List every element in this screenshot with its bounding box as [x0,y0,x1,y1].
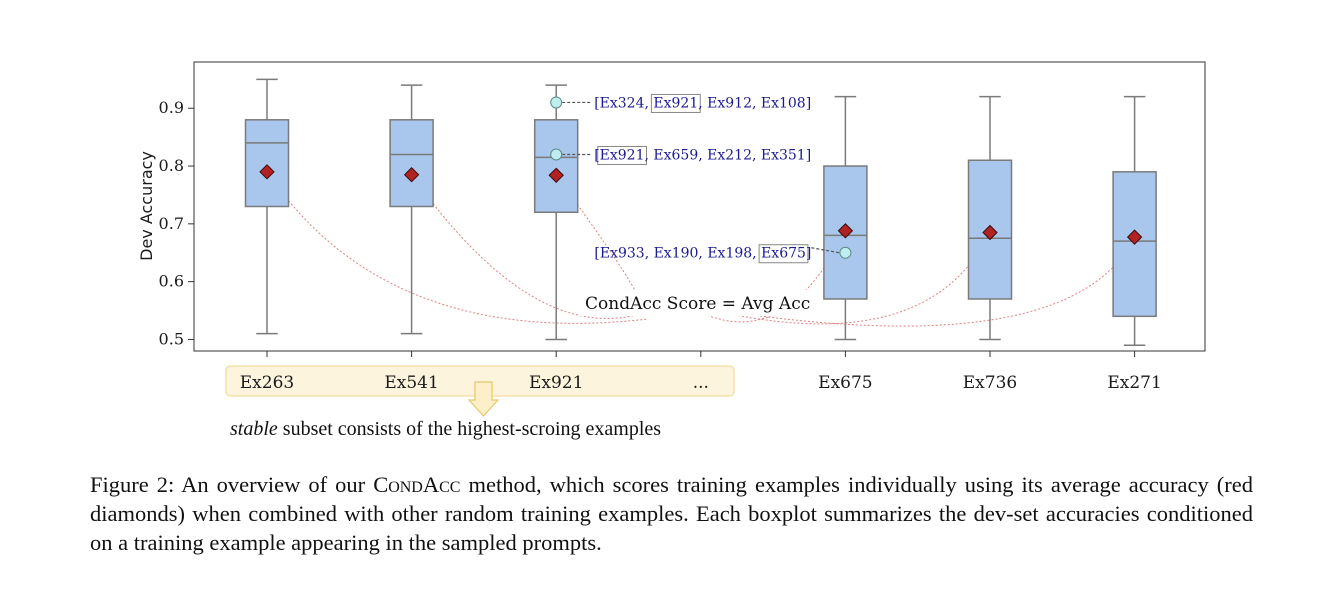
stable-note-text: subset consists of the highest-scroing e… [277,418,662,440]
x-category-label: Ex736 [963,373,1017,393]
x-category-labels: Ex263 Ex541 Ex921... Ex675 Ex736 Ex271 [240,373,1162,393]
x-category-label: Ex263 [240,373,294,393]
highlight-point [550,148,563,161]
caption-prefix: Figure 2: An overview of our [90,472,374,497]
annotation-text-part: [Ex324, [594,95,653,111]
annotation-text-part: [ [594,147,599,163]
annotation-id-box [597,145,648,165]
y-axis-label: Dev Accuracy [137,151,156,261]
figure-caption: Figure 2: An overview of our CondAcc met… [90,470,1253,557]
y-tick-label: 0.7 [159,214,184,233]
mean-diamond [1126,229,1143,245]
highlight-point [839,246,852,259]
boxplot-ex271 [1112,95,1157,346]
score-label: CondAcc Score = Avg Acc [585,294,810,314]
annotation-text-part: , Ex659, Ex212, Ex351] [645,147,812,163]
x-category-label: ... [693,373,709,393]
boxplot-ex921 [533,84,579,341]
mean-diamond [837,223,854,239]
connector-curve [555,174,645,315]
plot-frame [193,61,1206,352]
x-category-label: Ex541 [384,373,438,393]
annotation-id-box [758,244,809,264]
annotation-label: [Ex933, Ex190, Ex198, Ex675] [594,246,811,262]
connector-curve [759,236,1136,327]
caption-body: method, which scores training examples i… [90,472,1253,555]
annotation-text-part: ] [806,246,811,262]
annotation-ex921: [Ex324, Ex921, Ex912, Ex108] [550,93,811,113]
x-category-label: Ex921 [529,373,583,393]
annotation-label: [Ex921, Ex659, Ex212, Ex351] [594,147,811,163]
annotation-ex675: [Ex933, Ex190, Ex198, Ex675] [594,244,852,264]
mean-diamond [403,167,420,183]
annotation-text-part: , Ex912, Ex108] [698,95,811,111]
y-tick-label: 0.6 [159,272,184,291]
annotation-boxed-id: Ex921 [600,147,645,163]
y-tick-label: 0.5 [159,329,184,348]
connector-curve [411,174,641,319]
annotation-label: [Ex324, Ex921, Ex912, Ex108] [594,95,811,111]
stable-subset-note: stable subset consists of the highest-sc… [230,418,661,441]
boxplot-ex736 [967,95,1013,341]
stable-band-layer [225,365,735,417]
boxes-layer [244,78,1157,357]
x-category-label: Ex675 [818,373,872,393]
y-tick-label: 0.8 [159,156,184,175]
y-axis: 0.5 0.6 0.7 0.8 0.9 [159,98,194,348]
down-arrow-icon [467,381,500,417]
annotation-id-box [650,93,701,113]
x-category-label: Ex271 [1107,373,1161,393]
boxplot-ex263 [244,78,290,335]
score-label-bg [578,290,820,316]
annotation-boxed-id: Ex921 [653,95,698,111]
annotation-layer: [Ex324, Ex921, Ex912, Ex108][Ex921, Ex65… [550,93,852,264]
stable-word: stable [230,418,278,440]
annotation-text-part: [Ex933, Ex190, Ex198, [594,246,761,262]
annotation-ex921: [Ex921, Ex659, Ex212, Ex351] [550,145,811,165]
y-tick-label: 0.9 [159,98,184,117]
boxplot-ex541 [389,84,434,335]
box-iqr [389,119,434,208]
mean-diamond [548,167,564,183]
highlight-point [550,96,563,109]
caption-method-name: CondAcc [373,472,461,497]
mean-diamond [982,224,998,241]
box-iqr [533,119,579,214]
box-iqr [244,119,290,208]
connector-curve [266,171,649,324]
mean-diamond [259,164,275,180]
annotation-boxed-id: Ex675 [761,246,806,262]
boxplot-ex675 [823,95,868,341]
